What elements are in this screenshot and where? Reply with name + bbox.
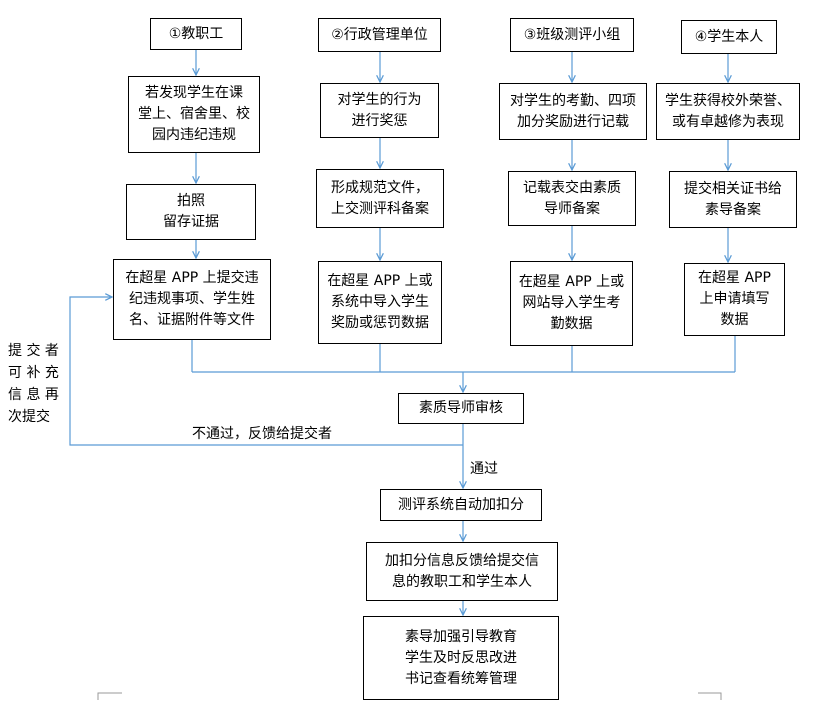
col3-step2: 记载表交由素质 导师备案 [508,171,636,226]
feedback-box: 加扣分信息反馈给提交信 息的教职工和学生本人 [366,542,558,601]
col3-step1: 对学生的考勤、四项 加分奖励进行记载 [499,83,647,140]
col2-step1: 对学生的行为 进行奖惩 [320,83,439,138]
col4-step2: 提交相关证书给 素导备案 [669,171,797,228]
col4-header: ④学生本人 [681,20,777,54]
auto-score-box: 测评系统自动加扣分 [380,489,542,521]
col2-step2: 形成规范文件， 上交测评科备案 [316,169,444,228]
col3-step3: 在超星 APP 上或 网站导入学生考 勤数据 [510,261,633,346]
pass-label: 通过 [470,461,498,477]
col1-step3: 在超星 APP 上提交违 纪违规事项、学生姓 名、证据附件等文件 [113,259,271,340]
col1-step2: 拍照 留存证据 [126,184,256,240]
col1-header: ①教职工 [150,18,242,50]
reject-label: 不通过，反馈给提交者 [192,426,332,442]
resubmit-label: 提 交 者 可 补 充 信 息 再 次提交 [8,343,59,425]
final-box: 素导加强引导教育 学生及时反思改进 书记查看统筹管理 [363,616,559,700]
col2-header: ②行政管理单位 [318,18,441,52]
col3-header: ③班级测评小组 [510,18,634,52]
col4-step1: 学生获得校外荣誉、 或有卓越修为表现 [656,83,800,140]
col1-step1: 若发现学生在课 堂上、宿舍里、校 园内违纪违规 [128,76,260,153]
col4-step3: 在超星 APP 上申请填写 数据 [684,263,785,336]
col2-step3: 在超星 APP 上或 系统中导入学生 奖励或惩罚数据 [318,261,442,344]
review-box: 素质导师审核 [398,393,524,424]
